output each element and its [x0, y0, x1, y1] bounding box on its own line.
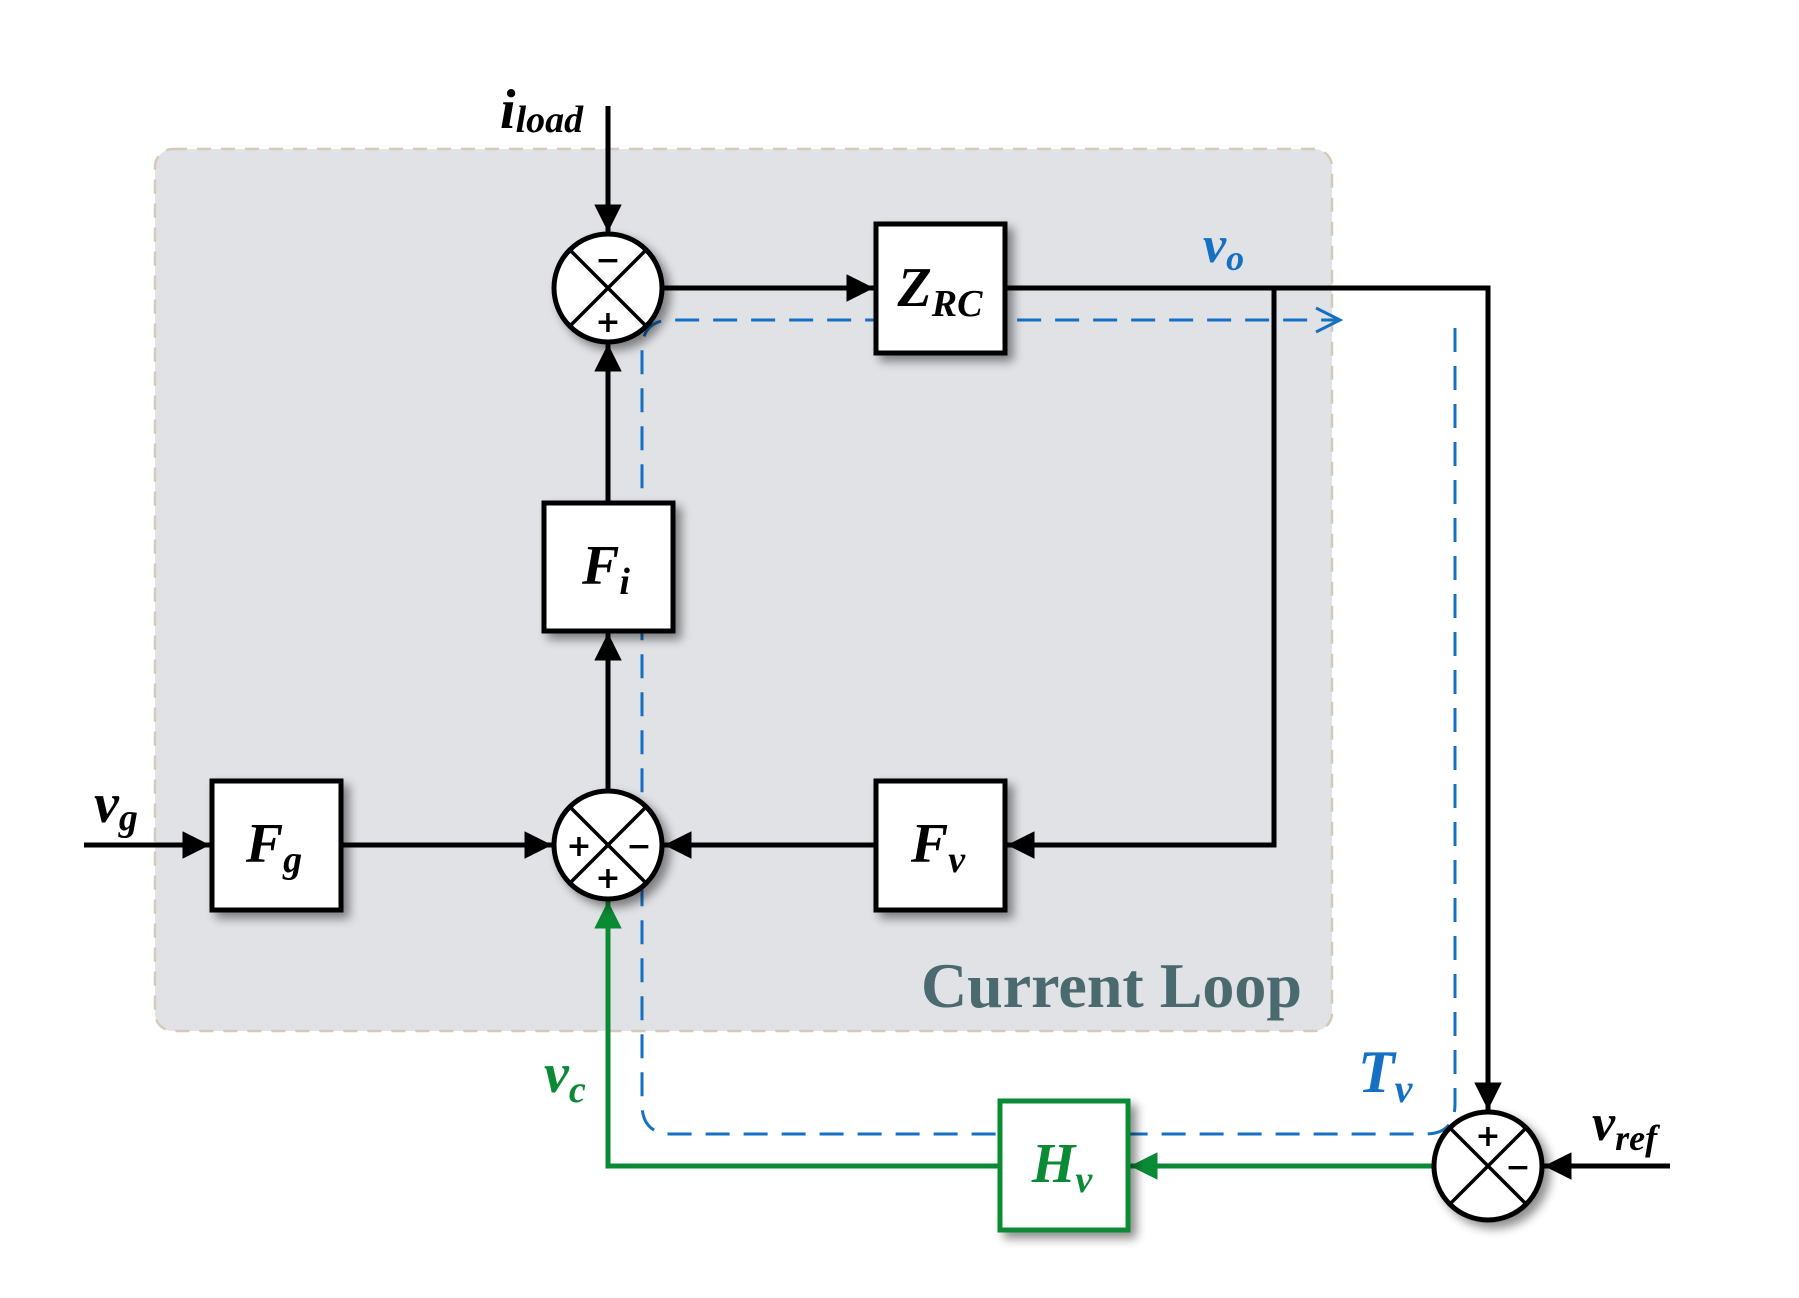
- vref-label: vref: [1592, 1095, 1660, 1158]
- hv-sub: v: [1075, 1159, 1093, 1201]
- top-summing-junction: − +: [551, 231, 665, 345]
- zrc-block: ZRC: [873, 221, 1008, 356]
- iload-label: iload: [500, 79, 584, 141]
- fv-block: Fv: [873, 778, 1008, 913]
- vc-line: [594, 901, 1000, 1169]
- vo-feedback-line: [1007, 288, 1277, 859]
- zrc-main: Z: [897, 257, 932, 319]
- hv-main: H: [1031, 1133, 1077, 1195]
- bottom-junction-bottom-sign: +: [595, 861, 620, 896]
- fv-main: F: [910, 813, 948, 875]
- svg-text:Hv: Hv: [1031, 1133, 1094, 1201]
- bottom-summing-junction: + − +: [551, 788, 665, 902]
- hv-block: Hv: [997, 1098, 1131, 1233]
- vc-label: vc: [544, 1043, 586, 1111]
- top-junction-bottom-sign: +: [595, 305, 620, 340]
- fi-block: Fi: [541, 500, 676, 634]
- reference-summing-junction: + −: [1431, 1109, 1545, 1223]
- top-junction-top-sign: −: [595, 243, 620, 278]
- loop-gain-arrowhead: [1315, 306, 1344, 334]
- fg-block: Fg: [209, 778, 344, 913]
- fv-sub: v: [948, 839, 966, 881]
- svg-text:Fg: Fg: [245, 813, 302, 881]
- bottom-junction-right-sign: −: [626, 829, 651, 864]
- fg-main: F: [245, 813, 283, 875]
- current-loop-region: [153, 147, 1334, 1033]
- loop-gain-path: [640, 318, 1457, 1136]
- fi-main: F: [581, 535, 619, 597]
- zrc-sub: RC: [931, 283, 983, 325]
- svg-text:Fi: Fi: [581, 535, 630, 603]
- tv-label: Tv: [1358, 1039, 1414, 1111]
- fi-sub: i: [619, 561, 630, 603]
- svg-text:ZRC: ZRC: [897, 257, 984, 325]
- current-loop-label: Current Loop: [921, 950, 1302, 1021]
- vo-output-line: [1005, 285, 1502, 1110]
- svg-text:Fv: Fv: [910, 813, 966, 881]
- bottom-junction-left-sign: +: [566, 829, 591, 864]
- ref-junction-right-sign: −: [1505, 1150, 1530, 1185]
- vo-label: vo: [1203, 217, 1244, 278]
- ref-junction-top-sign: +: [1475, 1119, 1500, 1154]
- fg-sub: g: [282, 839, 302, 881]
- vg-label: vg: [94, 773, 138, 839]
